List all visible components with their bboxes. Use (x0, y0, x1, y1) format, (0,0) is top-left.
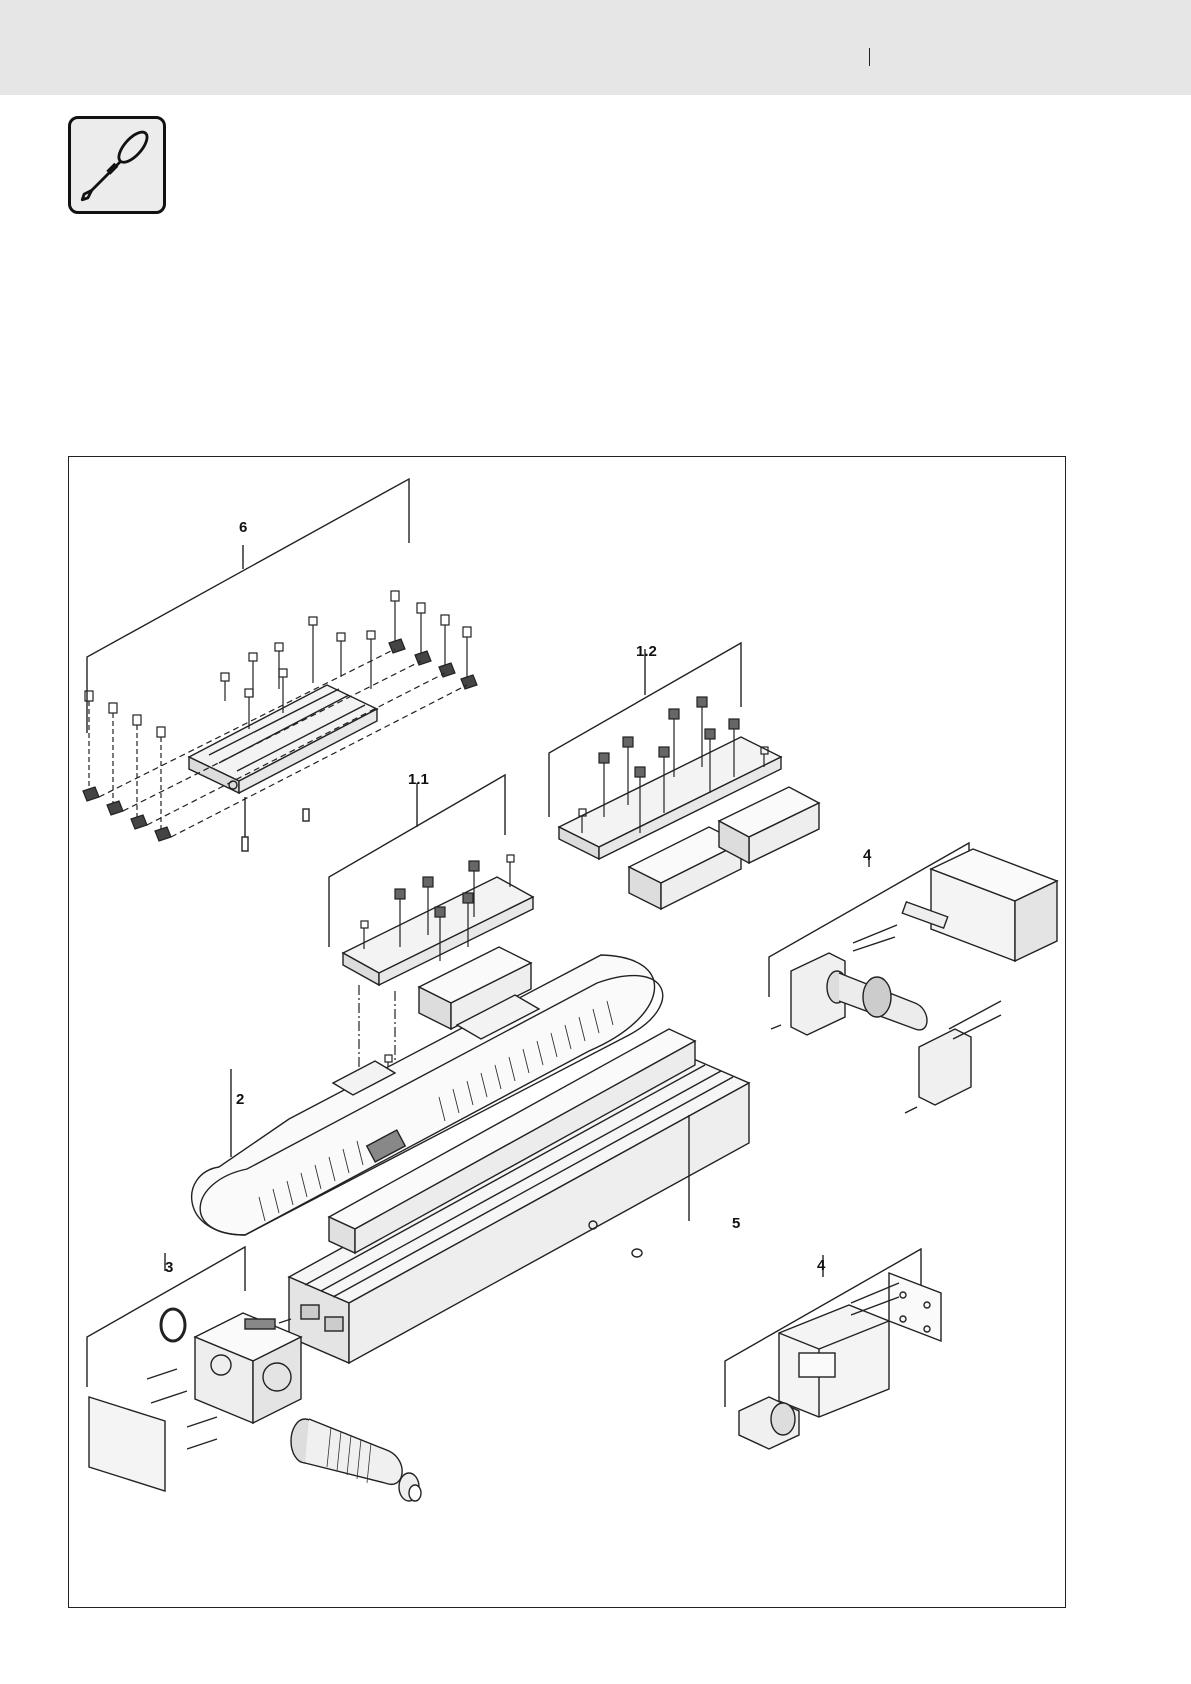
screws-6-left (83, 691, 171, 841)
callout-2: 2 (236, 1091, 244, 1108)
callout-6: 6 (239, 519, 247, 536)
exploded-view-artwork (69, 457, 1065, 1607)
page-header-bar (0, 0, 1191, 95)
drive-unit-4-bottom (739, 1273, 941, 1449)
callout-5: 5 (732, 1215, 740, 1232)
callout-1-1: 1.1 (408, 771, 429, 788)
drive-unit-4-top (771, 849, 1057, 1113)
callout-4-bottom: 4 (817, 1257, 825, 1274)
screwdriver-icon (68, 116, 166, 214)
exploded-view-diagram: 6 1.2 1.1 4 2 5 3 4 (68, 456, 1066, 1608)
header-divider-mark (869, 48, 870, 66)
callout-1-2: 1.2 (636, 643, 657, 660)
screwdriver-icon-graphic (71, 119, 163, 211)
bracket-6 (87, 479, 409, 733)
callout-4-top: 4 (863, 847, 871, 864)
callout-3: 3 (165, 1259, 173, 1276)
carriage-1-2 (559, 737, 819, 909)
